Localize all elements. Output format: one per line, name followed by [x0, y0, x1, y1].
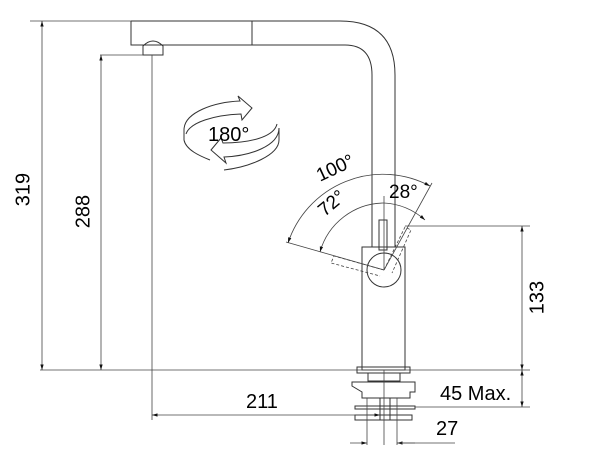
mounting-hardware — [40, 55, 530, 445]
angle-arc-100 — [287, 173, 431, 244]
dim-label-45-max: 45 Max. — [440, 383, 512, 405]
angle-arc-28 — [383, 202, 426, 221]
angle-label-180: 180° — [208, 124, 250, 146]
lever-handle — [378, 219, 388, 251]
faucet-body — [330, 219, 530, 371]
spout — [100, 20, 396, 247]
dim-label-133: 133 — [526, 280, 549, 315]
dim-label-288: 288 — [72, 194, 95, 229]
dim-label-27: 27 — [436, 418, 459, 440]
dim-label-211: 211 — [246, 391, 278, 413]
angle-arc-72 — [319, 202, 385, 253]
aerator — [142, 40, 164, 56]
dim-label-319: 319 — [12, 172, 35, 207]
angle-label-28: 28° — [389, 182, 418, 203]
rotation-arrow-icon — [183, 95, 280, 171]
